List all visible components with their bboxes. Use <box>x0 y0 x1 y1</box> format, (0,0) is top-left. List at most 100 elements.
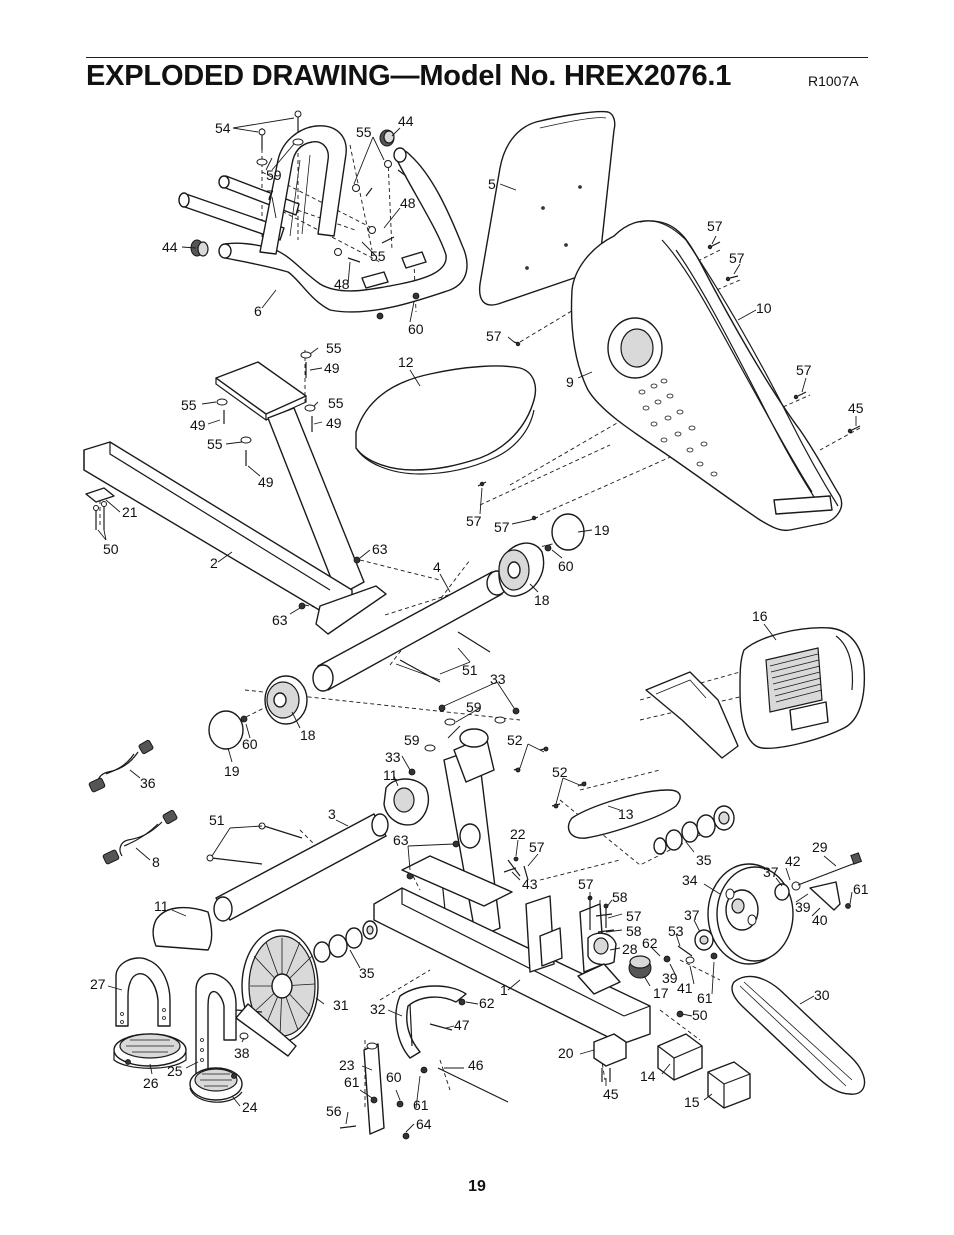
callout-40: 40 <box>812 912 828 928</box>
callout-18: 18 <box>300 727 316 743</box>
callout-51: 51 <box>462 662 478 678</box>
callout-59: 59 <box>466 699 482 715</box>
callout-63: 63 <box>272 612 288 628</box>
callout-50: 50 <box>692 1007 708 1023</box>
callout-60: 60 <box>408 321 424 337</box>
part-crossbar-4 <box>312 513 585 692</box>
callout-6: 6 <box>254 303 262 319</box>
leader-lines <box>97 117 857 1133</box>
callout-35: 35 <box>696 852 712 868</box>
callout-58: 58 <box>626 923 642 939</box>
callout-32: 32 <box>370 1001 386 1017</box>
seat-post-hardware <box>216 351 361 610</box>
part-handlebar <box>178 125 468 313</box>
callout-62: 62 <box>479 995 495 1011</box>
callout-45: 45 <box>848 400 864 416</box>
callout-19: 19 <box>594 522 610 538</box>
callout-39: 39 <box>795 899 811 915</box>
callout-57: 57 <box>578 876 594 892</box>
callout-57: 57 <box>796 362 812 378</box>
callout-60: 60 <box>242 736 258 752</box>
callout-54: 54 <box>215 120 231 136</box>
callout-35: 35 <box>359 965 375 981</box>
callout-19: 19 <box>224 763 240 779</box>
part-bearings-35-right <box>653 805 735 855</box>
part-seat <box>355 365 537 475</box>
part-foot-14 <box>657 1033 703 1081</box>
callout-36: 36 <box>140 775 156 791</box>
callout-14: 14 <box>640 1068 656 1084</box>
header-rule <box>86 57 868 58</box>
callout-61: 61 <box>697 990 713 1006</box>
callout-57: 57 <box>529 839 545 855</box>
callout-34: 34 <box>682 872 698 888</box>
callout-59: 59 <box>266 167 282 183</box>
callout-52: 52 <box>552 764 568 780</box>
callout-55: 55 <box>207 436 223 452</box>
part-belt <box>731 975 866 1095</box>
callout-18: 18 <box>534 592 550 608</box>
callout-23: 23 <box>339 1057 355 1073</box>
callout-20: 20 <box>558 1045 574 1061</box>
callout-56: 56 <box>326 1103 342 1119</box>
part-foot-15 <box>707 1061 751 1109</box>
callout-53: 53 <box>668 923 684 939</box>
callout-59: 59 <box>404 732 420 748</box>
callout-13: 13 <box>618 806 634 822</box>
callout-55: 55 <box>370 248 386 264</box>
callout-63: 63 <box>372 541 388 557</box>
part-pedal-strap-25 <box>195 972 237 1081</box>
callout-9: 9 <box>566 374 574 390</box>
drawing-code: R1007A <box>808 73 859 89</box>
callout-10: 10 <box>756 300 772 316</box>
handlebar-hardware <box>256 110 427 320</box>
callout-55: 55 <box>181 397 197 413</box>
vent-holes <box>638 378 718 477</box>
callout-5: 5 <box>488 176 496 192</box>
callout-57: 57 <box>466 513 482 529</box>
callout-57: 57 <box>707 218 723 234</box>
part-brake-shroud <box>395 985 467 1059</box>
callout-24: 24 <box>242 1099 258 1115</box>
callout-52: 52 <box>507 732 523 748</box>
part-pulley-bracket <box>503 856 652 995</box>
part-flywheel <box>663 852 863 1018</box>
part-seat-back-shroud <box>570 220 843 532</box>
part-wire-36 <box>88 739 154 793</box>
callout-22: 22 <box>510 826 526 842</box>
page-number: 19 <box>468 1178 486 1195</box>
callout-33: 33 <box>385 749 401 765</box>
callout-57: 57 <box>494 519 510 535</box>
callout-15: 15 <box>684 1094 700 1110</box>
callout-11: 11 <box>383 767 398 783</box>
callout-48: 48 <box>400 195 416 211</box>
callout-49: 49 <box>190 417 206 433</box>
callout-62: 62 <box>642 935 658 951</box>
callout-60: 60 <box>386 1069 402 1085</box>
callout-57: 57 <box>626 908 642 924</box>
callout-27: 27 <box>90 976 106 992</box>
part-pedal-24 <box>189 1067 243 1103</box>
callout-45: 45 <box>603 1086 619 1102</box>
callout-61: 61 <box>413 1097 429 1113</box>
callout-61: 61 <box>853 881 869 897</box>
callout-60: 60 <box>558 558 574 574</box>
callout-42: 42 <box>785 853 801 869</box>
part-crossbar-3 <box>152 813 389 951</box>
callout-41: 41 <box>677 980 693 996</box>
callout-55: 55 <box>328 395 344 411</box>
part-crank-pulley <box>235 929 319 1057</box>
callout-7: 7 <box>266 187 274 203</box>
callout-3: 3 <box>328 806 336 822</box>
part-bearings-35-left <box>313 920 378 963</box>
callout-labels: 54 59 7 55 44 48 44 55 48 6 60 5 57 57 1… <box>90 113 869 1132</box>
part-rear-frame <box>83 361 387 635</box>
callout-57: 57 <box>729 250 745 266</box>
callout-8: 8 <box>152 854 160 870</box>
part-wire-8 <box>102 809 178 865</box>
callout-31: 31 <box>333 997 349 1013</box>
callout-49: 49 <box>324 360 340 376</box>
callout-25: 25 <box>167 1063 183 1079</box>
callout-46: 46 <box>468 1057 484 1073</box>
